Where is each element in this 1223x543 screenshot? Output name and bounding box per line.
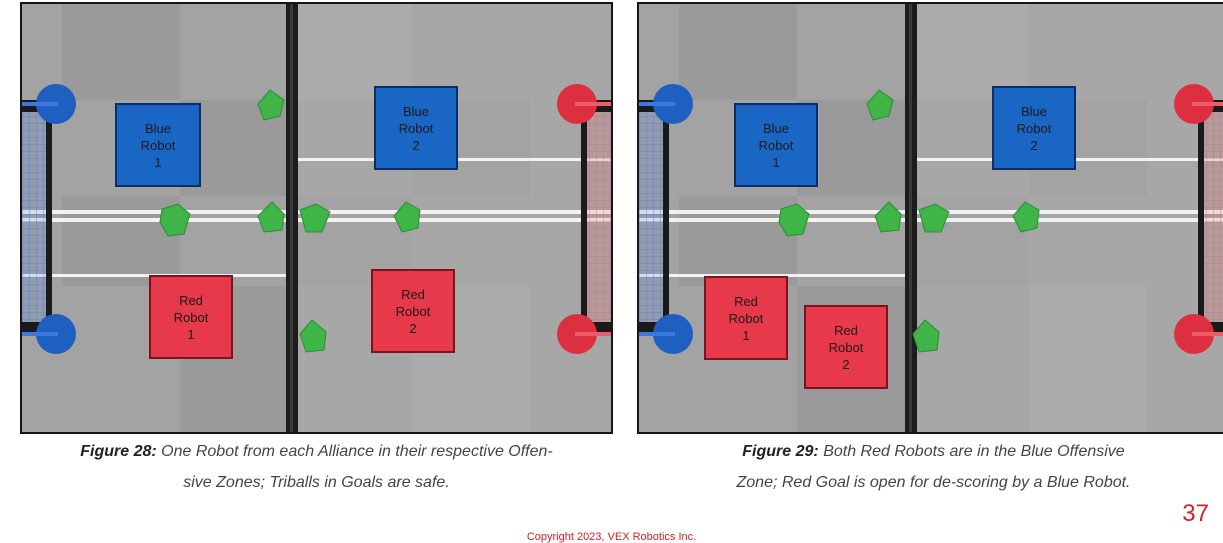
triball — [159, 203, 191, 237]
robot-red-2: Red Robot 2 — [371, 269, 455, 353]
robot-label-line1: Blue — [145, 121, 171, 136]
figure-29-caption: Figure 29: Both Red Robots are in the Bl… — [637, 436, 1223, 498]
robot-label-line2: Robot — [141, 138, 176, 153]
triball — [299, 203, 331, 233]
field-top-view: Blue Robot 1 Blue Robot 2 Red Robot 1 Re… — [22, 4, 611, 432]
caption-text: sive Zones; Triballs in Goals are safe. — [183, 474, 450, 491]
robot-label-line3: 2 — [1030, 138, 1037, 153]
blue-goal — [639, 84, 693, 354]
robot-label-line1: Red — [834, 323, 858, 338]
robot-label-line3: 2 — [842, 357, 849, 372]
robot-label-line1: Red — [401, 287, 425, 302]
triball — [299, 319, 327, 353]
triball — [918, 203, 950, 233]
field-top-view: Blue Robot 1 Blue Robot 2 Red Robot 1 Re… — [639, 4, 1223, 432]
robot-label-line3: 1 — [742, 328, 749, 343]
triball — [866, 89, 894, 121]
figure-28-caption: Figure 28: One Robot from each Alliance … — [20, 436, 613, 498]
robot-label-line3: 2 — [409, 321, 416, 336]
robot-label-line3: 2 — [412, 138, 419, 153]
robot-red-1: Red Robot 1 — [704, 276, 788, 360]
triball — [257, 201, 285, 233]
robot-blue-2: Blue Robot 2 — [992, 86, 1076, 170]
robot-label-line1: Blue — [1021, 104, 1047, 119]
triball — [874, 201, 902, 233]
page-number: 37 — [1182, 500, 1209, 527]
center-barrier — [905, 4, 917, 432]
robot-label-line2: Robot — [759, 138, 794, 153]
center-barrier — [286, 4, 298, 432]
robot-label-line3: 1 — [154, 155, 161, 170]
caption-text: Zone; Red Goal is open for de-scoring by… — [736, 474, 1131, 491]
copyright-notice: Copyright 2023, VEX Robotics Inc. — [526, 531, 697, 543]
robot-label-line1: Red — [734, 294, 758, 309]
robot-label-line2: Robot — [396, 304, 431, 319]
figure-28-field-diagram: Blue Robot 1 Blue Robot 2 Red Robot 1 Re… — [20, 2, 613, 434]
robot-label-line1: Red — [179, 293, 203, 308]
red-goal — [557, 84, 611, 354]
triball — [778, 203, 810, 237]
robot-label-line1: Blue — [403, 104, 429, 119]
robot-label-line3: 1 — [187, 327, 194, 342]
robot-blue-1: Blue Robot 1 — [115, 103, 201, 187]
figure-29-field-diagram: Blue Robot 1 Blue Robot 2 Red Robot 1 Re… — [637, 2, 1223, 434]
caption-text: One Robot from each Alliance in their re… — [156, 443, 553, 460]
robot-label-line2: Robot — [399, 121, 434, 136]
triball — [1012, 201, 1040, 233]
figure-label: Figure 28: — [80, 443, 157, 460]
robot-label-line2: Robot — [829, 340, 864, 355]
robot-label-line3: 1 — [772, 155, 779, 170]
triball — [912, 319, 940, 353]
robot-blue-1: Blue Robot 1 — [734, 103, 818, 187]
red-goal — [1174, 84, 1223, 354]
robot-label-line2: Robot — [174, 310, 209, 325]
caption-text: Both Red Robots are in the Blue Offensiv… — [818, 443, 1125, 460]
blue-goal — [22, 84, 76, 354]
triballs — [159, 89, 421, 353]
robot-red-2: Red Robot 2 — [804, 305, 888, 389]
triballs — [778, 89, 1040, 353]
triball — [257, 89, 285, 121]
robot-label-line2: Robot — [729, 311, 764, 326]
robot-blue-2: Blue Robot 2 — [374, 86, 458, 170]
robot-red-1: Red Robot 1 — [149, 275, 233, 359]
triball — [393, 201, 421, 233]
figure-label: Figure 29: — [742, 443, 819, 460]
robot-label-line1: Blue — [763, 121, 789, 136]
robot-label-line2: Robot — [1017, 121, 1052, 136]
